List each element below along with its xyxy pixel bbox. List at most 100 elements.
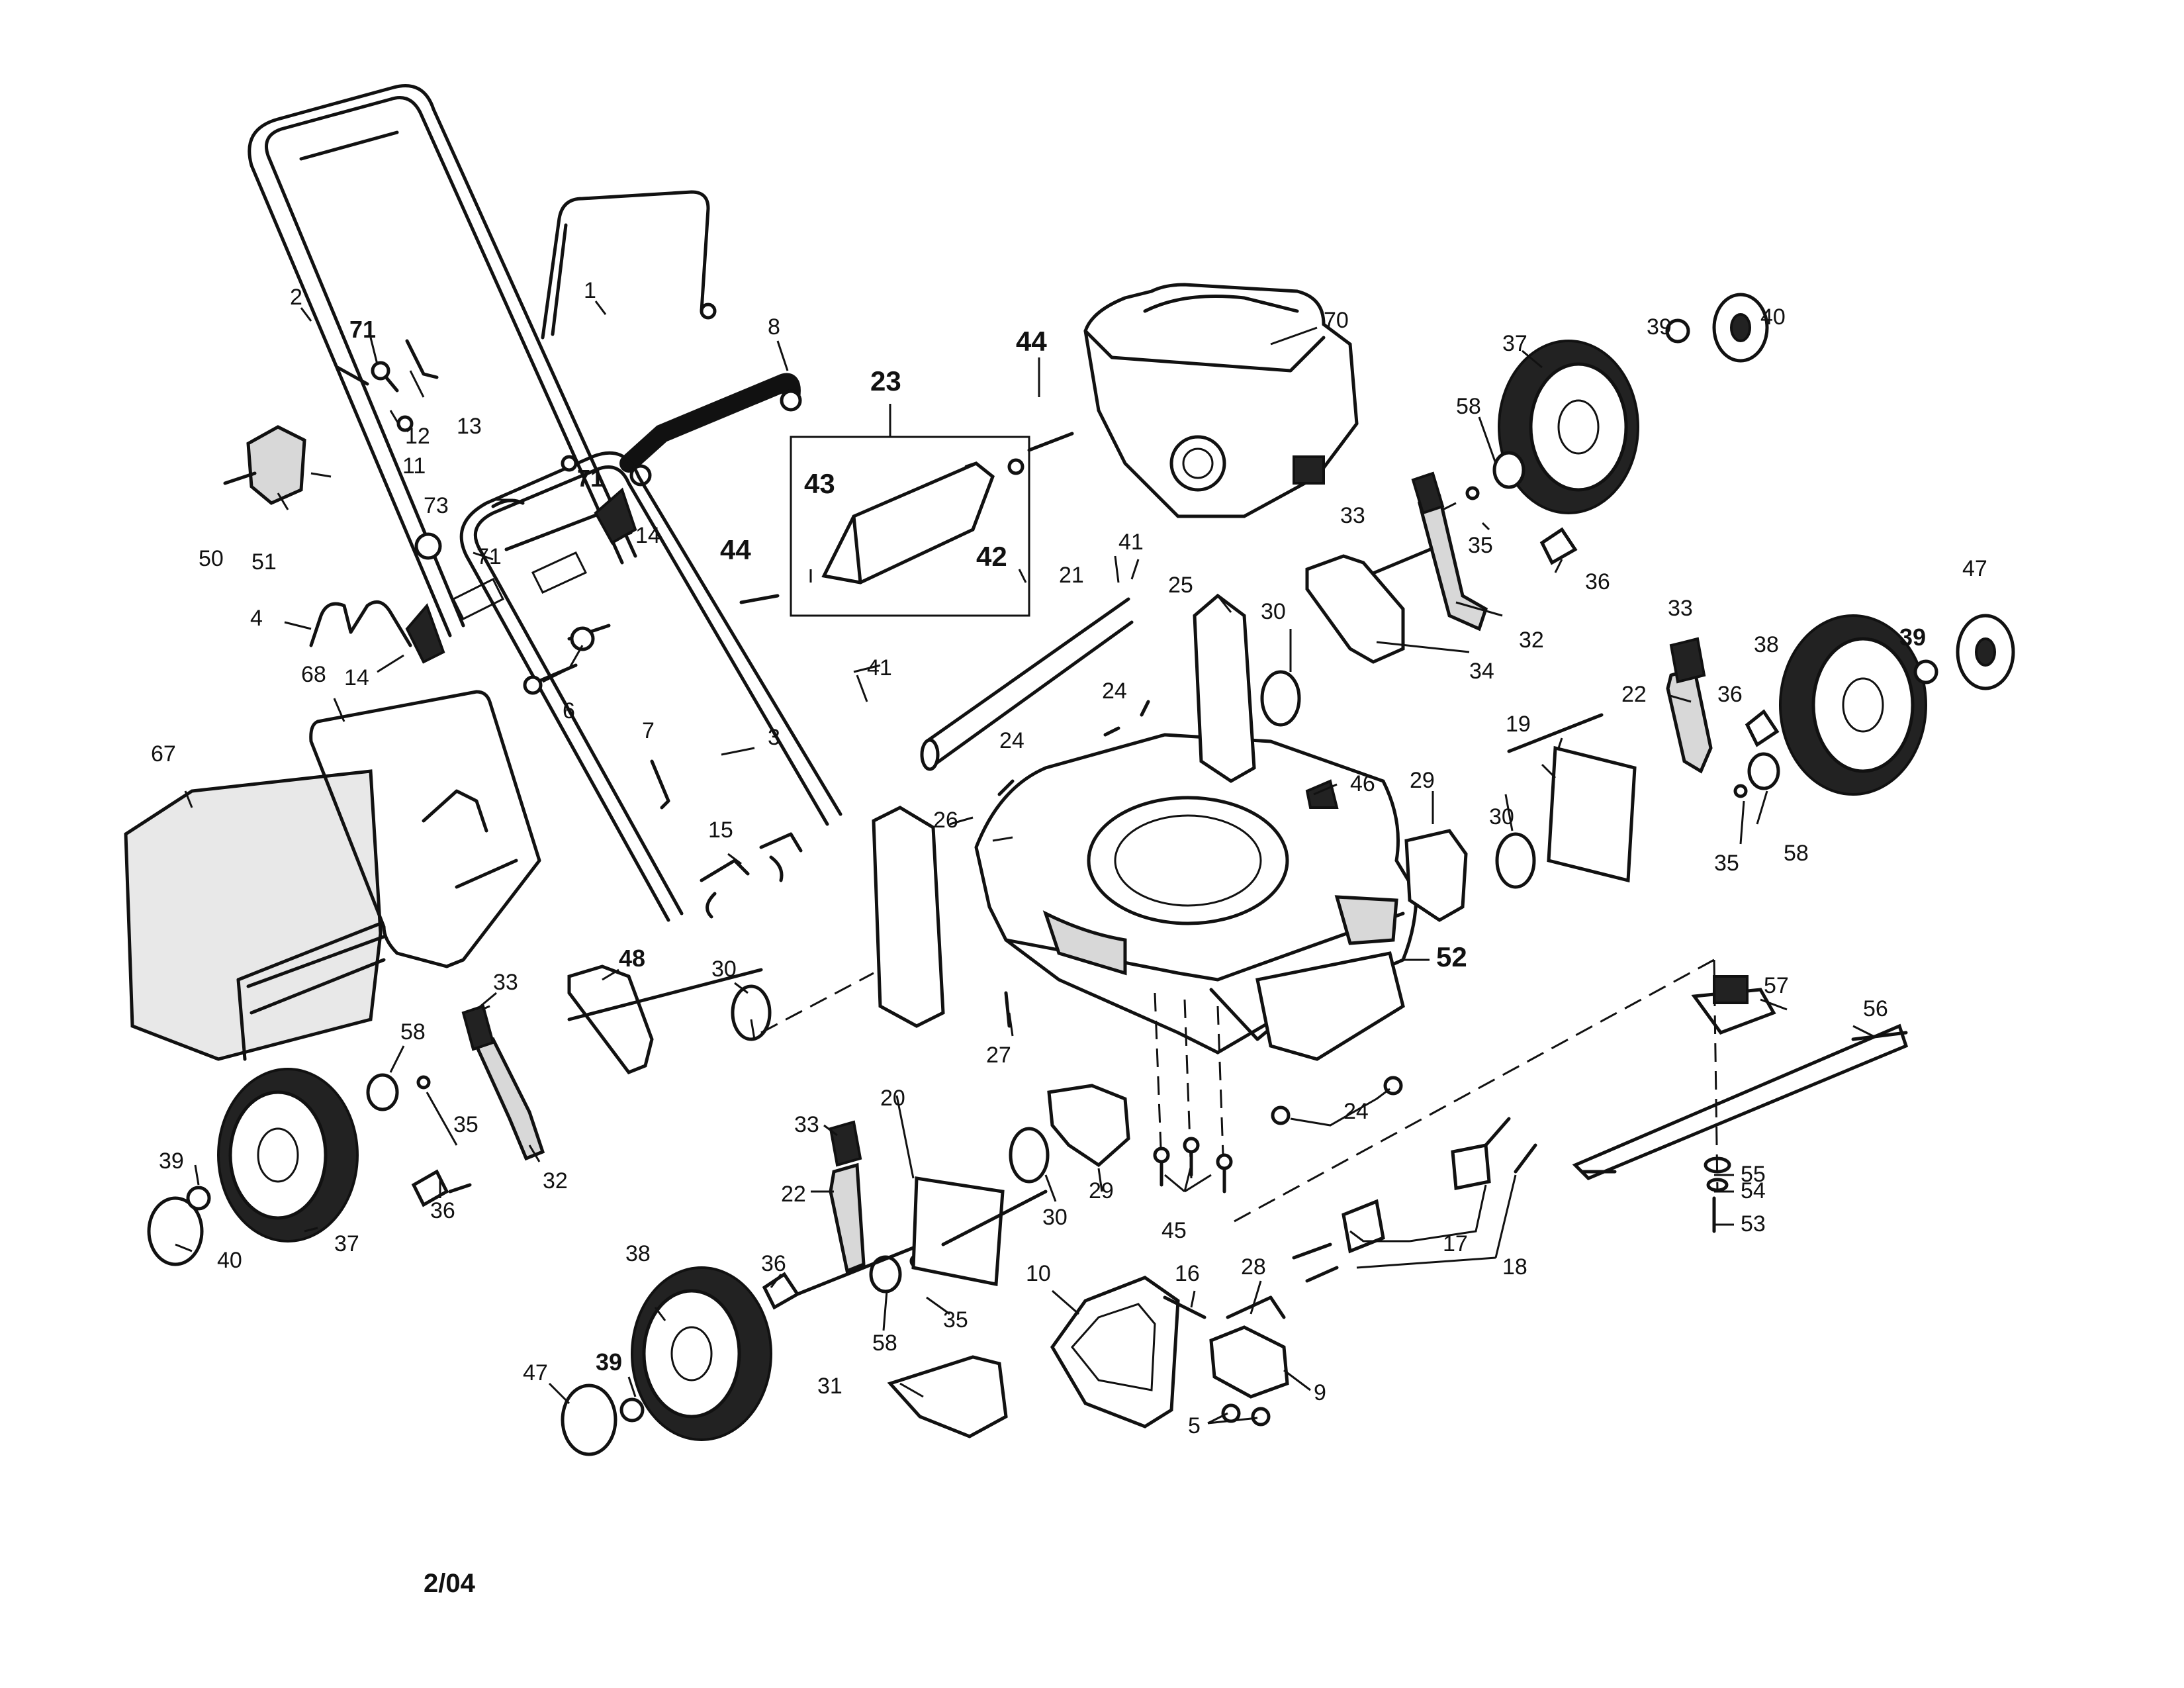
callout-21: 21 xyxy=(1059,563,1084,588)
callout-35-low: 35 xyxy=(943,1307,968,1333)
callout-58-top: 58 xyxy=(1456,394,1481,419)
callout-4: 4 xyxy=(250,606,263,631)
rear-rod xyxy=(920,597,1134,771)
callout-36-top: 36 xyxy=(1585,569,1610,594)
callout-43: 43 xyxy=(804,468,835,499)
handle-hardware xyxy=(336,339,803,919)
callout-41-top: 41 xyxy=(1118,530,1144,555)
wheel-left-upper xyxy=(217,1068,359,1243)
callout-58-low: 58 xyxy=(872,1331,897,1356)
callout-58-right: 58 xyxy=(1784,841,1809,866)
mounting-bolts xyxy=(1153,1137,1233,1194)
callout-25: 25 xyxy=(1168,573,1193,598)
callout-35-right: 35 xyxy=(1714,851,1739,876)
upper-handle xyxy=(248,83,637,637)
callout-14-top: 14 xyxy=(635,523,660,548)
callout-20: 20 xyxy=(880,1086,905,1111)
cable-guide xyxy=(309,600,412,647)
grass-bag xyxy=(124,769,386,1061)
callout-36-right: 36 xyxy=(1717,682,1743,707)
callout-30-left: 30 xyxy=(711,957,737,982)
callout-5: 5 xyxy=(1188,1413,1201,1438)
handle-bracket xyxy=(223,425,306,505)
callout-9: 9 xyxy=(1314,1380,1326,1405)
callout-56: 56 xyxy=(1863,996,1888,1021)
callout-24-low: 24 xyxy=(1343,1099,1369,1124)
callout-67: 67 xyxy=(151,741,176,767)
callout-18: 18 xyxy=(1502,1254,1527,1280)
callout-57: 57 xyxy=(1764,973,1789,998)
callout-7: 7 xyxy=(642,718,655,743)
callout-24-top: 24 xyxy=(1102,679,1127,704)
callout-31: 31 xyxy=(817,1374,842,1399)
callout-11: 11 xyxy=(402,453,426,479)
callout-44-left: 44 xyxy=(720,534,751,565)
callout-41-left: 41 xyxy=(867,655,892,680)
callout-51: 51 xyxy=(251,549,277,575)
callout-39-top: 39 xyxy=(1647,314,1672,340)
callout-39-left: 39 xyxy=(159,1149,184,1174)
callout-19: 19 xyxy=(1506,712,1531,737)
blade-adapter xyxy=(1691,975,1776,1035)
bag-frame xyxy=(309,690,541,968)
callout-34: 34 xyxy=(1469,659,1494,684)
callout-44-top: 44 xyxy=(1016,326,1047,357)
handle-knobs xyxy=(405,487,637,664)
callout-labels: 1 2 8 23 44 71 12 13 11 71 73 14 71 50 5… xyxy=(151,278,1987,1438)
callout-47-right: 47 xyxy=(1962,556,1987,581)
handle-dashed-boxes xyxy=(451,551,588,621)
blade xyxy=(1572,1023,1909,1180)
callout-45: 45 xyxy=(1161,1218,1187,1243)
callout-22-right: 22 xyxy=(1621,682,1647,707)
callout-13: 13 xyxy=(457,414,482,439)
callout-40-top: 40 xyxy=(1760,305,1786,330)
callout-33-left: 33 xyxy=(493,970,518,995)
callout-48: 48 xyxy=(619,945,645,972)
callout-8: 8 xyxy=(768,314,780,340)
callout-23: 23 xyxy=(870,365,901,397)
callout-12: 12 xyxy=(405,424,430,449)
callout-58-left: 58 xyxy=(400,1019,426,1045)
callout-16: 16 xyxy=(1175,1261,1200,1286)
callout-38-right: 38 xyxy=(1754,632,1779,657)
callout-32-left: 32 xyxy=(543,1168,568,1194)
height-levers xyxy=(461,471,1713,1274)
callout-35-top: 35 xyxy=(1468,533,1493,558)
wheel-upper-right xyxy=(1498,340,1639,514)
front-skirt xyxy=(1255,951,1405,1061)
wheel-right xyxy=(1779,614,1927,796)
callout-6: 6 xyxy=(563,698,575,724)
callout-42: 42 xyxy=(976,541,1007,572)
callout-39-right: 39 xyxy=(1899,624,1926,651)
hubcaps xyxy=(147,293,2015,1456)
callout-24-mid: 24 xyxy=(999,728,1024,753)
callout-26: 26 xyxy=(933,808,958,833)
callout-1: 1 xyxy=(584,278,596,303)
callout-39-low: 39 xyxy=(596,1348,622,1376)
callout-30-top: 30 xyxy=(1261,599,1286,624)
callout-71-low: 71 xyxy=(477,544,502,569)
side-plates xyxy=(872,593,1256,1028)
callout-46: 46 xyxy=(1350,771,1375,796)
grip-bar xyxy=(619,373,802,487)
engine xyxy=(1083,283,1359,518)
callout-40-left: 40 xyxy=(217,1248,242,1273)
callout-47-left: 47 xyxy=(523,1360,548,1385)
leader-lines xyxy=(175,301,1874,1425)
callout-27: 27 xyxy=(986,1043,1011,1068)
callout-3: 3 xyxy=(768,725,780,750)
front-housings xyxy=(887,1276,1289,1438)
callout-38-left: 38 xyxy=(625,1241,651,1266)
callout-30-low: 30 xyxy=(1042,1205,1068,1230)
baffles xyxy=(1047,829,1468,1168)
callout-37-left: 37 xyxy=(334,1231,359,1256)
callout-22-low: 22 xyxy=(781,1182,806,1207)
callout-70: 70 xyxy=(1324,308,1349,333)
callout-37-top: 37 xyxy=(1502,331,1527,356)
callout-71-top: 71 xyxy=(349,316,376,343)
callout-36-left: 36 xyxy=(430,1198,455,1223)
callout-71-mid: 71 xyxy=(577,465,604,492)
callout-53: 53 xyxy=(1741,1211,1766,1237)
callout-28: 28 xyxy=(1241,1254,1266,1280)
